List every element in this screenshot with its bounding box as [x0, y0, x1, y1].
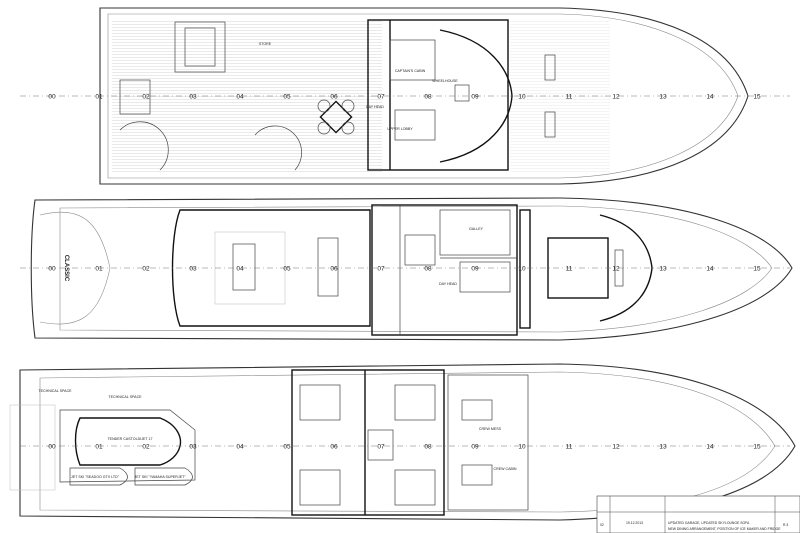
- station-label: 14: [706, 94, 714, 101]
- station-label: 03: [189, 94, 197, 101]
- station-label: 15: [753, 266, 761, 273]
- label-day-head-main: DAY HEAD: [439, 282, 457, 286]
- stairs: [404, 234, 436, 266]
- station-label: 05: [283, 266, 291, 273]
- station-label: 08: [424, 444, 432, 451]
- label-jet-ski-1: JET SKI "SEADOO GTX LTD": [71, 475, 120, 479]
- station-label: 14: [706, 266, 714, 273]
- skylounge-wheelhouse-block: [367, 19, 509, 171]
- label-day-head: DAY HEAD: [366, 105, 384, 109]
- station-label: 06: [330, 266, 338, 273]
- station-label: 10: [518, 94, 526, 101]
- revision-date: 19.12.2013: [626, 521, 643, 525]
- label-upper-lobby: UPPER LOBBY: [387, 127, 413, 131]
- main-deck-hull-outline: [30, 197, 793, 341]
- revision-description-2: NEW DINING ARRANGEMENT, POSITION OF ICE …: [668, 527, 781, 531]
- station-label: 08: [424, 266, 432, 273]
- dining-table: [174, 21, 226, 73]
- station-label: 04: [236, 94, 244, 101]
- station-label: 01: [95, 94, 103, 101]
- station-label: 06: [330, 444, 338, 451]
- revision-number: 02: [600, 523, 604, 527]
- station-label: 15: [753, 444, 761, 451]
- helm-chair: [454, 84, 470, 102]
- galley-block: [371, 204, 518, 336]
- main-salon: [171, 209, 371, 327]
- station-label: 03: [189, 444, 197, 451]
- station-label: 00: [48, 94, 56, 101]
- station-label: 12: [612, 266, 620, 273]
- station-label: 04: [236, 444, 244, 451]
- station-label: 12: [612, 444, 620, 451]
- garage: [59, 409, 196, 483]
- sunpad: [119, 79, 151, 115]
- station-label: 00: [48, 266, 56, 273]
- station-labels-lower-deck: 00 01 02 03 04 05 06 07 08 09 10 11 12 13 14 15: [48, 444, 761, 451]
- jet-ski-2: [134, 467, 193, 486]
- tender: [74, 417, 182, 466]
- station-label: 05: [283, 94, 291, 101]
- label-crew-cabin: CREW CABIN: [494, 467, 517, 471]
- lower-deck-plan: TECHNICAL SPACE TECHNICAL SPACE TENDER C…: [9, 363, 796, 521]
- station-label: 14: [706, 444, 714, 451]
- station-label: 10: [518, 266, 526, 273]
- station-label: 09: [471, 444, 479, 451]
- round-table: [317, 99, 355, 135]
- station-label: 04: [236, 266, 244, 273]
- station-label: 06: [330, 94, 338, 101]
- station-label: 13: [659, 94, 667, 101]
- station-labels-main-deck: 00 01 02 03 04 05 06 07 08 09 10 11 12 13 14 15: [48, 266, 761, 273]
- label-captains-cabin: CAPTAIN'S CABIN: [395, 69, 426, 73]
- station-label: 11: [566, 94, 573, 101]
- lower-stairs: [367, 429, 394, 461]
- station-label: 09: [471, 94, 479, 101]
- station-label: 09: [471, 266, 479, 273]
- station-label: 13: [659, 266, 667, 273]
- jet-ski-1: [69, 467, 128, 486]
- label-tender: TENDER CASTOLDIJET 17: [107, 437, 152, 441]
- revision-description: UPDATED GARAGE, UPDATED SKYLOUNGE SOFA: [668, 521, 750, 525]
- hull-name-classic: CLASSIC: [63, 255, 69, 282]
- sheet-number: R.3: [783, 523, 788, 527]
- main-deck-plan: CLASSIC GALLEY DAY HEAD 00 01 02 03 04 05 06 07…: [20, 197, 793, 341]
- label-store: STORE: [259, 42, 272, 46]
- dining-table-main: [317, 237, 339, 297]
- station-label: 02: [142, 266, 150, 273]
- station-label: 12: [612, 94, 620, 101]
- guest-cabins: [291, 369, 445, 516]
- crew-area: [447, 374, 529, 511]
- sun-deck-plan: STORE CAPTAIN'S CABIN WHEELHOUSE DAY HEA…: [20, 7, 790, 185]
- station-label: 10: [518, 444, 526, 451]
- title-block: 02 19.12.2013 UPDATED GARAGE, UPDATED SK…: [596, 495, 800, 533]
- label-wheelhouse: WHEELHOUSE: [432, 79, 458, 83]
- station-labels-sun-deck: 00 01 02 03 04 05 06 07 08 09 10 11 12 13 14 15: [48, 94, 761, 101]
- station-label: 13: [659, 444, 667, 451]
- label-technical-space-2: TECHNICAL SPACE: [108, 395, 142, 399]
- station-label: 07: [377, 94, 385, 101]
- station-label: 11: [566, 444, 573, 451]
- station-label: 08: [424, 94, 432, 101]
- station-label: 02: [142, 94, 150, 101]
- label-jet-ski-2: JET SKI "YAMAHA SUPERJET": [134, 475, 186, 479]
- label-galley: GALLEY: [469, 227, 484, 231]
- swim-platform: [9, 404, 56, 491]
- coffee-table: [232, 243, 256, 291]
- station-label: 00: [48, 444, 56, 451]
- station-label: 15: [753, 94, 761, 101]
- station-label: 05: [283, 444, 291, 451]
- station-label: 01: [95, 444, 103, 451]
- station-label: 07: [377, 266, 385, 273]
- station-label: 11: [566, 266, 573, 273]
- station-label: 07: [377, 444, 385, 451]
- station-label: 03: [189, 266, 197, 273]
- spiral-stair: [119, 121, 169, 171]
- label-crew-mess: CREW MESS: [479, 427, 502, 431]
- station-label: 01: [95, 266, 103, 273]
- station-label: 02: [142, 444, 150, 451]
- label-technical-space-1: TECHNICAL SPACE: [38, 389, 72, 393]
